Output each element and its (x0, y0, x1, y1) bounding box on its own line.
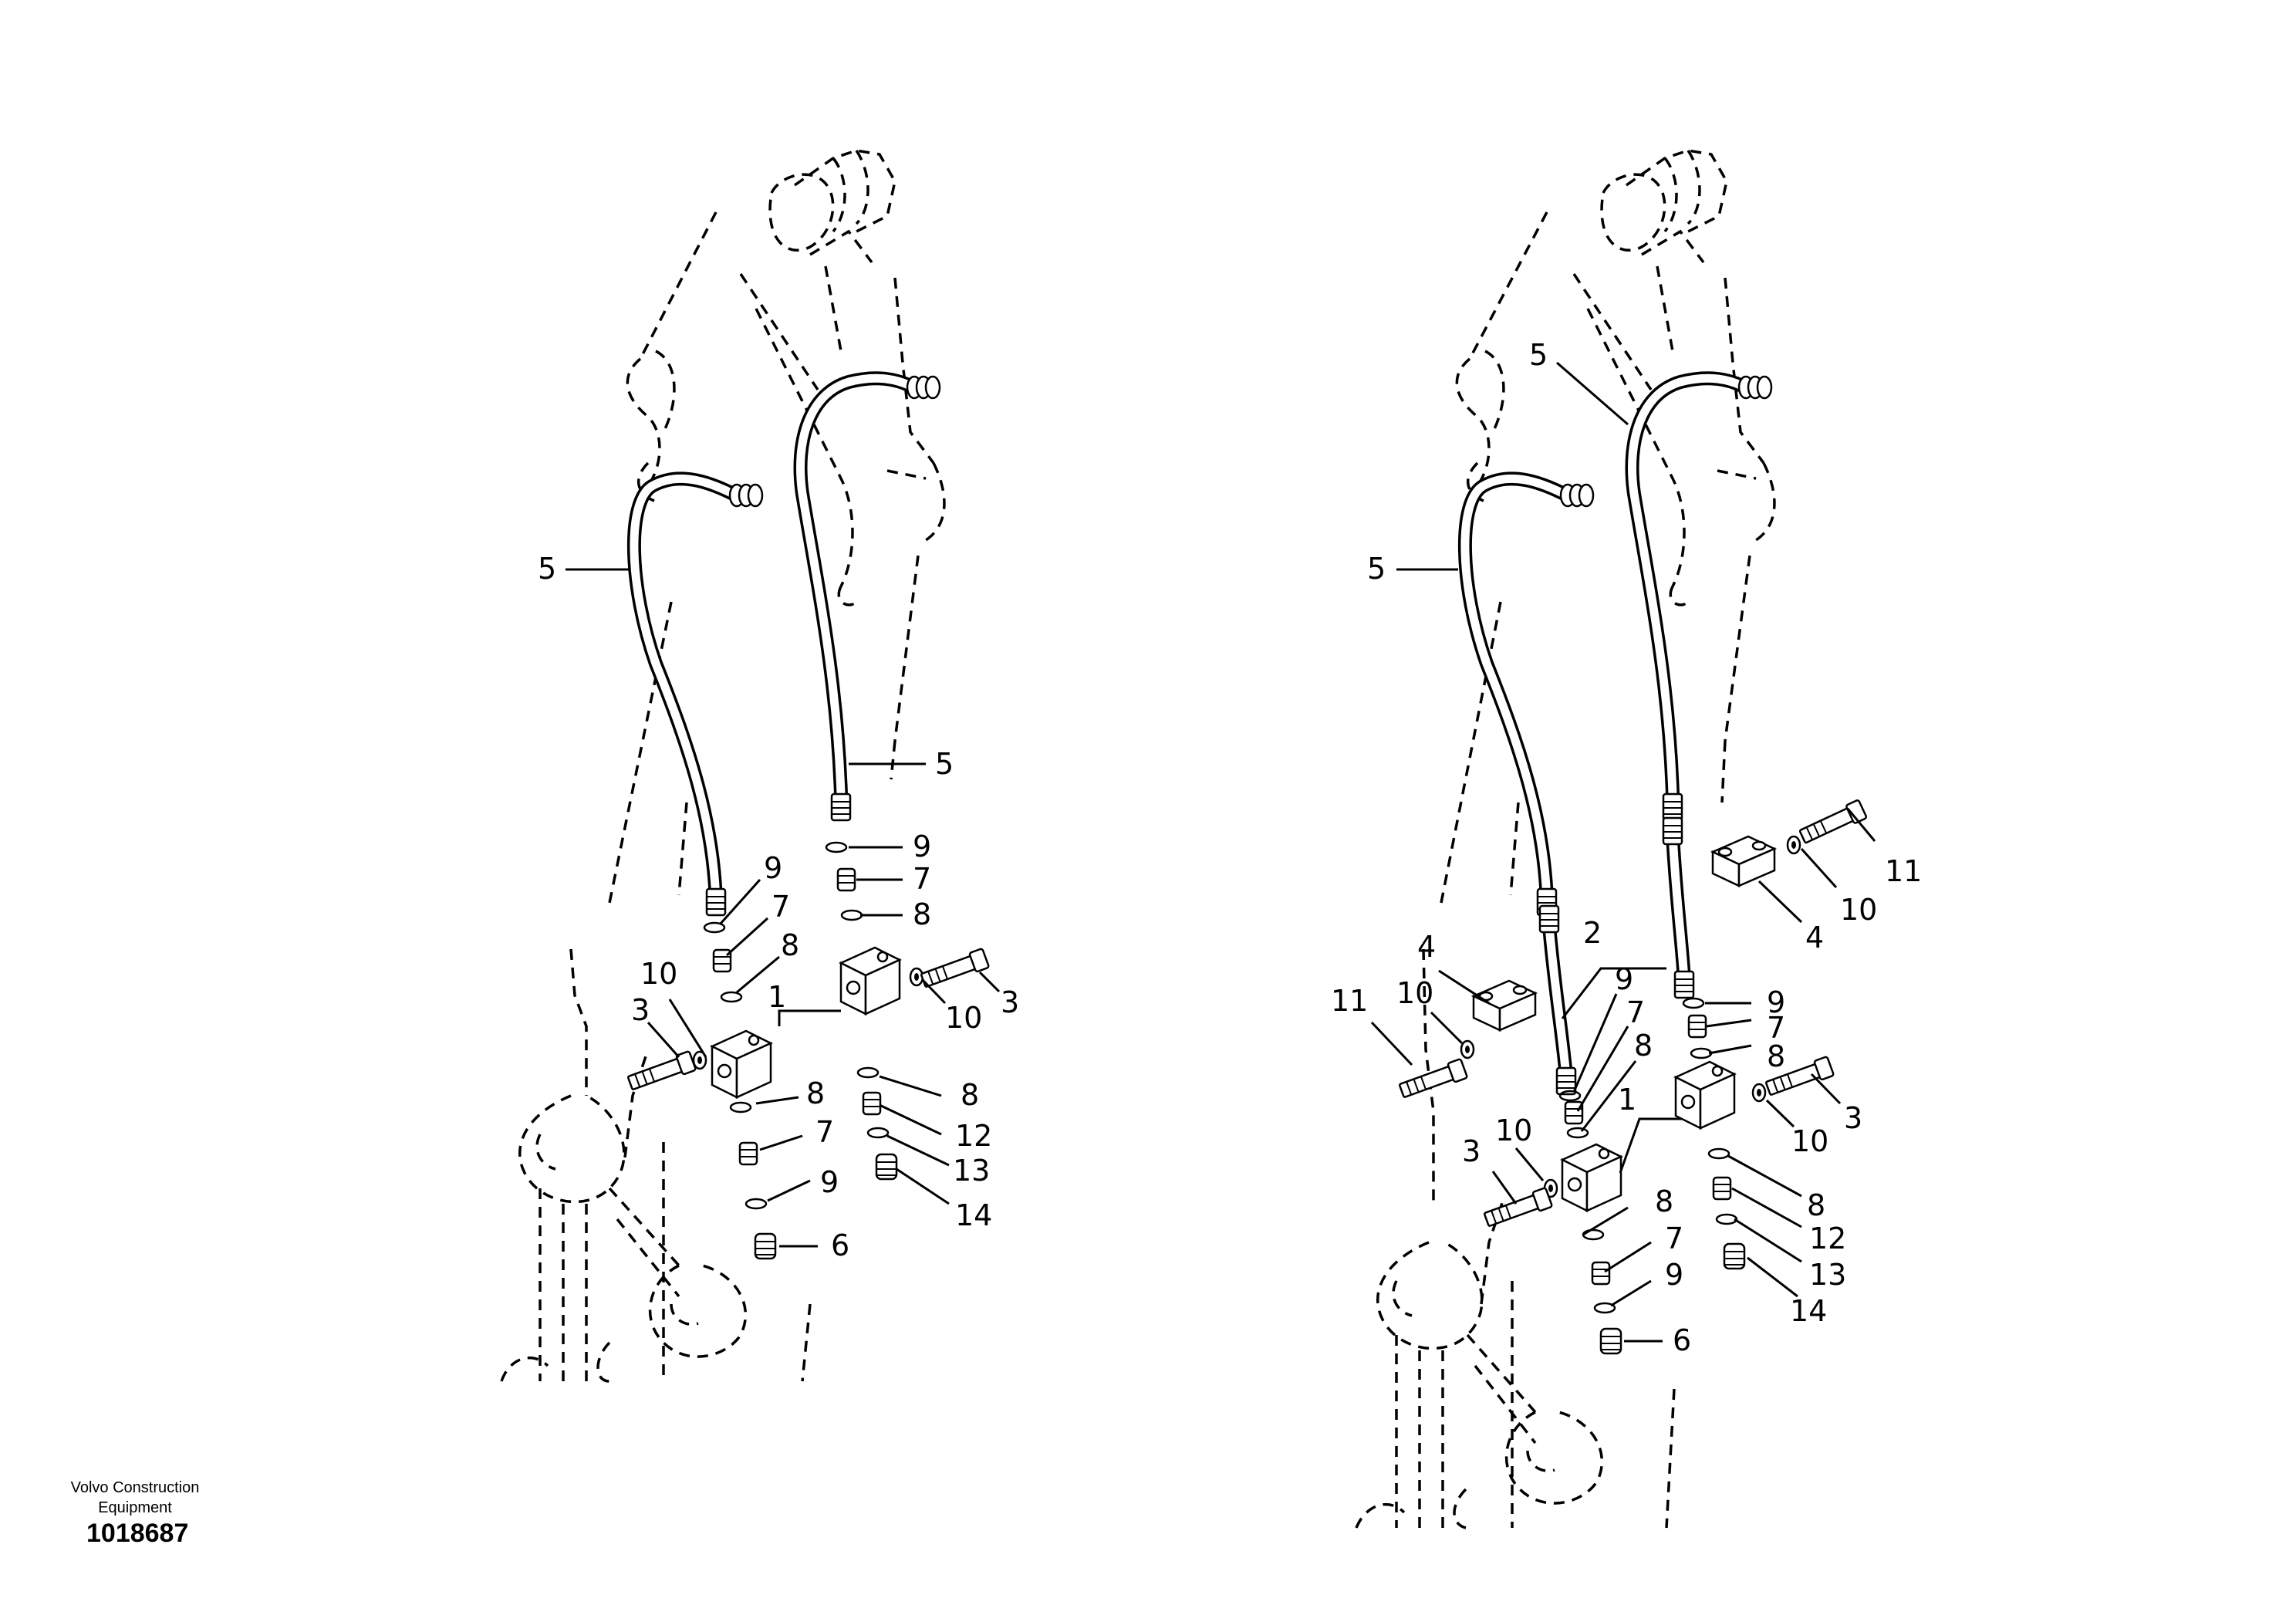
drawing-number: 1018687 (86, 1519, 189, 1548)
callout: 12 (1809, 1222, 1846, 1255)
callout: 9 (764, 851, 782, 885)
callout: 9 (1767, 985, 1785, 1019)
left-leaders (566, 568, 1001, 1248)
callout: 8 (781, 928, 799, 962)
callout: 5 (1367, 552, 1386, 586)
right-callouts: 5 5 2 4 10 11 9 7 8 10 3 1 8 7 9 6 11 10… (1331, 338, 1922, 1357)
callout: 7 (1626, 995, 1645, 1029)
right-view: 5 5 2 4 10 11 9 7 8 10 3 1 8 7 9 6 11 10… (1331, 149, 1922, 1529)
right-boom-outline (1355, 149, 1776, 1529)
manufacturer-label: Volvo Construction Equipment (46, 1478, 224, 1518)
callout: 5 (1529, 338, 1548, 372)
right-leaders (1370, 361, 1876, 1343)
callout: 7 (1665, 1222, 1683, 1255)
callout: 5 (538, 552, 556, 586)
right-pipe-2-b (1662, 816, 1695, 999)
callout: 10 (1791, 1124, 1828, 1158)
callout: 7 (772, 890, 790, 924)
callout: 8 (1807, 1188, 1825, 1222)
left-callouts: 5 5 9 7 8 10 3 1 9 7 8 3 10 8 7 9 6 8 12… (538, 552, 1019, 1262)
callout: 8 (806, 1076, 825, 1110)
callout: 12 (955, 1119, 992, 1153)
callout: 10 (1840, 893, 1877, 927)
callout: 11 (1331, 984, 1368, 1018)
callout: 8 (1634, 1029, 1653, 1063)
callout: 9 (913, 830, 931, 863)
right-hose-5-b (1625, 371, 1773, 822)
left-view: 5 5 9 7 8 10 3 1 9 7 8 3 10 8 7 9 6 8 12… (500, 149, 1019, 1383)
callout: 7 (913, 862, 931, 896)
callout: 3 (631, 993, 650, 1027)
callout: 10 (1495, 1113, 1532, 1147)
callout: 11 (1885, 854, 1922, 888)
callout: 14 (1790, 1294, 1827, 1328)
callout: 10 (1396, 976, 1433, 1010)
callout: 9 (1615, 962, 1633, 996)
callout: 9 (1665, 1258, 1683, 1292)
callout: 7 (815, 1115, 834, 1149)
callout: 1 (768, 980, 786, 1014)
left-hose-5-a (627, 471, 764, 917)
callout: 4 (1417, 930, 1436, 964)
callout: 5 (935, 747, 954, 781)
manufacturer-line-1: Volvo Construction (70, 1479, 200, 1496)
callout: 4 (1805, 921, 1824, 955)
callout: 6 (831, 1228, 849, 1262)
callout: 3 (1844, 1101, 1862, 1135)
manufacturer-line-2: Equipment (98, 1499, 172, 1516)
callout: 13 (953, 1154, 990, 1188)
callout: 3 (1001, 985, 1019, 1019)
right-pipe-2-a (1538, 904, 1577, 1096)
callout: 9 (820, 1165, 839, 1199)
left-parts (626, 841, 991, 1260)
callout: 14 (955, 1198, 992, 1232)
right-parts (1397, 799, 1868, 1355)
callout: 10 (640, 957, 677, 991)
callout: 7 (1767, 1011, 1785, 1045)
callout: 8 (913, 897, 931, 931)
callout: 8 (1655, 1184, 1673, 1218)
callout: 1 (1618, 1083, 1636, 1117)
callout: 8 (961, 1078, 979, 1112)
callout: 6 (1673, 1323, 1691, 1357)
right-hose-5-a (1458, 471, 1595, 917)
callout: 2 (1583, 916, 1602, 950)
callout: 8 (1767, 1039, 1785, 1073)
callout: 10 (945, 1001, 982, 1035)
left-boom-outline (500, 149, 946, 1383)
callout: 3 (1462, 1134, 1481, 1168)
left-hose-5-b (793, 371, 941, 822)
callout: 13 (1809, 1258, 1846, 1292)
